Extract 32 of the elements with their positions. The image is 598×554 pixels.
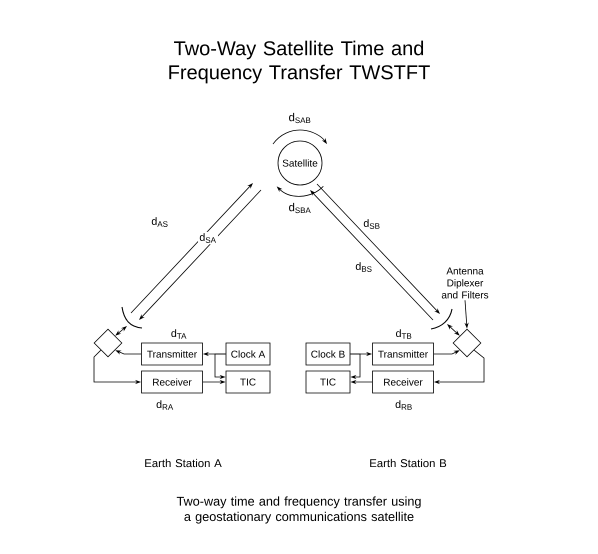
delay-label: d$_{SAB}$ [289, 112, 310, 124]
edge-label: d$_{SB}$ [362, 218, 382, 230]
title: Two-Way Satellite Time and Frequency Transfer TWSTFT [169, 40, 430, 84]
diplexer-diamond [452, 328, 482, 358]
arrow [350, 354, 360, 380]
process-box: Clock A [226, 342, 270, 366]
annotation-text: Antenna Diplexer and Filters [442, 268, 488, 298]
process-box: TIC [226, 370, 270, 394]
edge-label: d$_{AS}$ [150, 216, 170, 228]
process-box: Transmitter [372, 342, 434, 366]
delay-label: d$_{TA}$ [171, 329, 186, 339]
dish-antenna [430, 308, 453, 330]
station-label: Earth Station B [370, 458, 446, 468]
edge-label: d$_{SA}$ [198, 232, 218, 244]
process-box: Receiver [372, 370, 434, 394]
delay-label: d$_{RB}$ [396, 400, 412, 410]
station-label: Earth Station A [145, 458, 222, 468]
process-box: Receiver [141, 370, 203, 394]
delay-label: d$_{TB}$ [396, 329, 412, 339]
arrow [139, 190, 262, 320]
arrow [310, 190, 434, 320]
process-box: Clock B [306, 342, 350, 366]
caption: Two-way time and frequency transfer using a geostationary communications satellite [176, 496, 421, 524]
arrow [130, 183, 253, 314]
dish-antenna [121, 306, 142, 329]
process-box: Transmitter [141, 342, 203, 366]
edge-label: d$_{BS}$ [354, 260, 374, 274]
arrow [316, 184, 440, 314]
process-box: TIC [306, 370, 350, 394]
delay-label: d$_{SBA}$ [289, 202, 311, 214]
diplexer-diamond [94, 328, 122, 358]
delay-label: d$_{RA}$ [156, 400, 174, 410]
